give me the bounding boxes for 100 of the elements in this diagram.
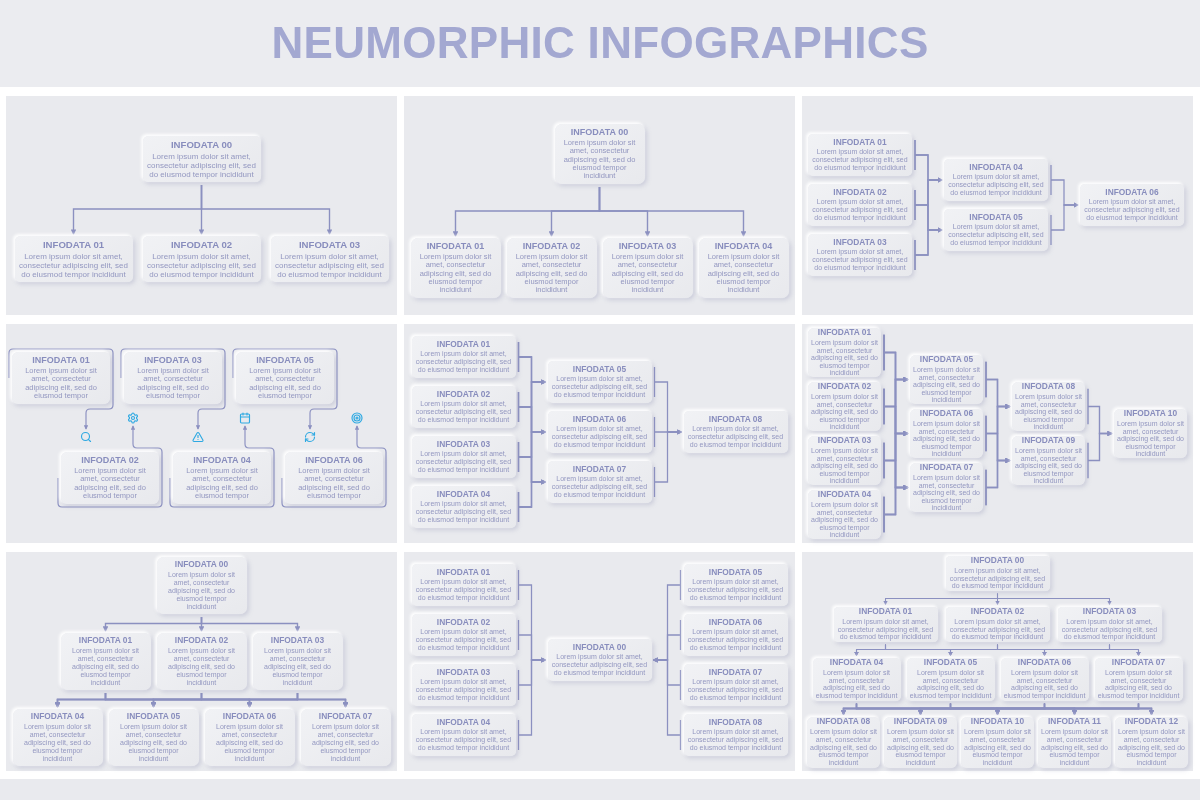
info-card <box>808 234 912 276</box>
info-card <box>808 490 881 539</box>
card-title: INFODATA 01 <box>817 328 872 338</box>
info-card <box>1094 657 1183 701</box>
card-title: INFODATA 03 <box>270 636 325 647</box>
card-title: INFODATA 06 <box>1105 187 1159 198</box>
info-card <box>602 238 693 298</box>
arrow <box>914 227 943 271</box>
card-title: INFODATA 06 <box>222 712 277 723</box>
info-card <box>944 159 1048 201</box>
arrow <box>883 484 909 533</box>
card-title: INFODATA 03 <box>817 436 872 446</box>
card-title: INFODATA 04 <box>817 490 872 500</box>
info-card <box>807 716 880 768</box>
card-title: INFODATA 02 <box>174 636 229 647</box>
card-title: INFODATA 05 <box>572 364 627 375</box>
arrow <box>996 592 1112 606</box>
card-title: INFODATA 01 <box>858 607 913 617</box>
info-card <box>173 452 271 504</box>
info-card <box>683 614 788 656</box>
info-card <box>808 328 881 377</box>
card-title: INFODATA 07 <box>318 712 373 723</box>
arrow <box>8 348 114 430</box>
arrow <box>1087 430 1113 479</box>
card-title: INFODATA 12 <box>1124 717 1179 728</box>
card-title: INFODATA 08 <box>708 717 763 728</box>
info-card <box>411 436 516 478</box>
card-title: INFODATA 02 <box>436 617 491 628</box>
arrow <box>985 457 1011 506</box>
search-icon <box>80 431 92 443</box>
card-title: INFODATA 08 <box>816 717 871 728</box>
info-card <box>1012 382 1085 431</box>
info-card <box>1115 716 1188 768</box>
info-card <box>1057 606 1162 642</box>
card-title: INFODATA 05 <box>923 658 978 668</box>
info-card <box>683 564 788 606</box>
info-card <box>547 461 652 503</box>
info-card <box>945 606 1050 642</box>
card-title: INFODATA 02 <box>833 187 887 198</box>
info-card <box>142 236 261 282</box>
info-card <box>411 336 516 378</box>
card-title: INFODATA 07 <box>572 464 627 475</box>
arrow <box>232 348 338 430</box>
info-card <box>12 352 110 404</box>
info-card <box>108 709 199 766</box>
info-card <box>1080 184 1184 226</box>
arrow <box>517 657 547 751</box>
card-title: INFODATA 01 <box>32 355 90 366</box>
info-card <box>156 557 247 614</box>
card-title: INFODATA 07 <box>919 463 974 473</box>
card-title: INFODATA 01 <box>426 241 485 252</box>
info-card <box>683 664 788 706</box>
card-title: INFODATA 00 <box>572 642 627 653</box>
card-title: INFODATA 09 <box>893 717 948 728</box>
arrow <box>1137 702 1155 716</box>
card-title: INFODATA 10 <box>1123 409 1178 419</box>
info-card <box>910 409 983 458</box>
card-title: INFODATA 09 <box>1021 436 1076 446</box>
card-title: INFODATA 03 <box>144 355 202 366</box>
info-card <box>410 238 501 298</box>
card-title: INFODATA 05 <box>256 355 314 366</box>
info-card <box>554 124 645 184</box>
info-card <box>411 486 516 528</box>
info-card <box>252 633 343 690</box>
info-card <box>1000 657 1089 701</box>
info-card <box>910 463 983 512</box>
info-card <box>124 352 222 404</box>
info-card <box>961 716 1034 768</box>
card-title: INFODATA 11 <box>1048 717 1101 728</box>
info-card <box>14 236 133 282</box>
card-title: INFODATA 08 <box>1021 382 1076 392</box>
info-card <box>1012 436 1085 485</box>
refresh-icon <box>304 431 316 443</box>
card-title: INFODATA 04 <box>30 712 85 723</box>
card-text: Lorem ipsum dolor sit amet, consectetur adipiscing elit, sed do eiusmod tempor incididunt <box>18 251 129 279</box>
page-title: NEUMORPHIC INFOGRAPHICS <box>271 20 929 67</box>
card-title: INFODATA 08 <box>708 414 763 425</box>
info-card <box>300 709 391 766</box>
info-card <box>808 382 881 431</box>
info-card <box>411 386 516 428</box>
info-card <box>910 355 983 404</box>
info-card <box>411 714 516 756</box>
card-title: INFODATA 02 <box>817 382 872 392</box>
info-card <box>156 633 247 690</box>
card-title: INFODATA 06 <box>1017 658 1072 668</box>
info-card <box>411 564 516 606</box>
info-card <box>12 709 103 766</box>
card-title: INFODATA 06 <box>305 455 363 466</box>
info-card <box>698 238 789 298</box>
arrow <box>1108 643 1141 657</box>
arrow <box>1050 202 1079 246</box>
card-title: INFODATA 02 <box>436 389 491 400</box>
card-title: INFODATA 04 <box>829 658 884 668</box>
arrow <box>120 348 226 430</box>
card-title: INFODATA 04 <box>193 455 251 466</box>
arrow <box>296 692 349 708</box>
card-title: INFODATA 05 <box>919 355 974 365</box>
card-title: INFODATA 03 <box>1082 607 1137 617</box>
card-title: INFODATA 02 <box>522 241 581 252</box>
card-title: INFODATA 01 <box>833 137 887 148</box>
